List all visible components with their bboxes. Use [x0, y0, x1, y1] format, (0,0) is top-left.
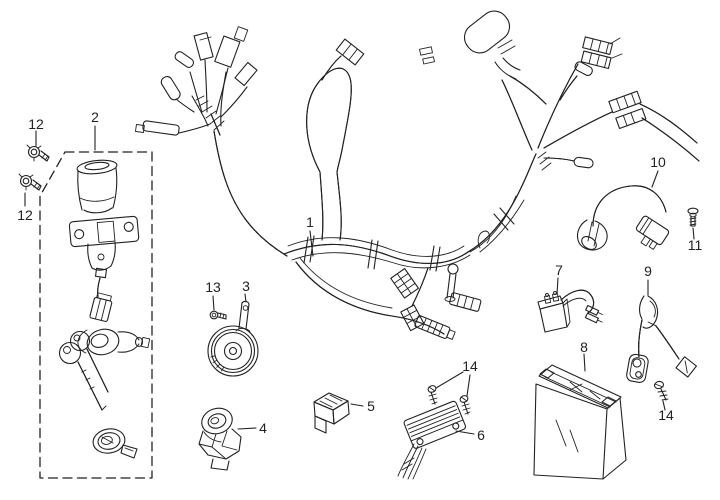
relay-drawing	[313, 392, 350, 434]
ignition-switch-group-box	[39, 151, 153, 479]
horn-drawing	[207, 300, 259, 377]
lead-wire-drawing	[576, 186, 670, 251]
callout-labels: 1 2 3 4 5 6 7 8 9 10 11 12 12 13 14 14	[17, 109, 702, 443]
part-label-3: 3	[242, 278, 250, 294]
ignition-coil-drawing	[537, 288, 603, 333]
wire-harness-drawing	[135, 10, 701, 340]
part-label-12a: 12	[28, 116, 44, 132]
screw-14-pair-drawing	[427, 385, 471, 415]
part-label-14b: 14	[658, 407, 674, 423]
part-label-10: 10	[650, 154, 666, 170]
screw-12-drawing	[18, 144, 50, 191]
screw-14-right-drawing	[654, 380, 669, 401]
part-label-8: 8	[580, 339, 588, 355]
part-label-7: 7	[555, 262, 563, 278]
rectifier-drawing	[397, 400, 467, 480]
screw-13-drawing	[209, 310, 227, 320]
part-label-6: 6	[477, 427, 485, 443]
battery-drawing	[533, 364, 627, 480]
part-label-14a: 14	[462, 358, 478, 374]
part-label-2: 2	[91, 109, 99, 125]
part-label-5: 5	[367, 398, 375, 414]
part-label-9: 9	[644, 263, 652, 279]
part-label-4: 4	[259, 420, 267, 436]
leader-lines	[24, 125, 695, 435]
part-label-12b: 12	[17, 207, 33, 223]
part-label-1: 1	[306, 214, 314, 230]
ignition-switch-drawing	[58, 159, 151, 459]
harness-left-connectors	[135, 26, 258, 136]
bolt-11-drawing	[687, 207, 699, 227]
part-label-13: 13	[205, 279, 221, 295]
lock-cylinder-drawing	[198, 407, 242, 471]
ground-lead-drawing	[626, 295, 697, 383]
part-label-11: 11	[688, 237, 703, 253]
